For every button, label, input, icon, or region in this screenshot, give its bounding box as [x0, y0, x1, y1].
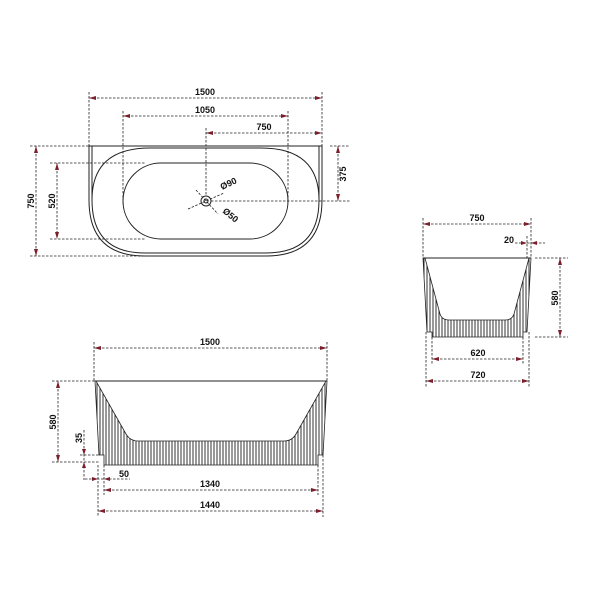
front-plinth-height-label: 35: [74, 433, 84, 443]
top-length-label: 1500: [195, 87, 215, 97]
side-basin: [424, 257, 530, 321]
front-view: 1500 580 35 50 1340 1440: [48, 337, 328, 517]
front-basin: [95, 380, 327, 442]
side-view: 750 20 580 620 720: [422, 213, 568, 387]
side-base-width-label: 720: [470, 370, 485, 380]
top-inner-length-label: 1050: [195, 105, 215, 115]
top-drain-offset-x-label: 750: [256, 122, 271, 132]
top-drain-offset-y-label: 375: [338, 166, 348, 181]
side-height-label: 580: [550, 290, 560, 305]
side-width-label: 750: [469, 213, 484, 223]
top-inner-width-label: 520: [47, 193, 57, 208]
front-base-length-label: 1440: [200, 500, 220, 510]
top-view: Ø90 Ø50 1500 1050 750 750 520 375: [26, 87, 350, 257]
overflow-diameter-label: Ø90: [219, 176, 239, 192]
side-plinth-width-label: 620: [470, 348, 485, 358]
top-width-label: 750: [26, 193, 36, 208]
front-plinth-length-label: 1340: [200, 479, 220, 489]
tub-top-inner-rim: [150, 147, 320, 201]
front-plinth-inset-label: 50: [119, 469, 129, 479]
tub-rim-outline: [91, 146, 320, 254]
front-height-label: 580: [48, 414, 58, 429]
side-rim-inset-label: 20: [504, 235, 514, 245]
front-length-label: 1500: [200, 337, 220, 347]
drain-diameter-label: Ø50: [221, 206, 240, 225]
